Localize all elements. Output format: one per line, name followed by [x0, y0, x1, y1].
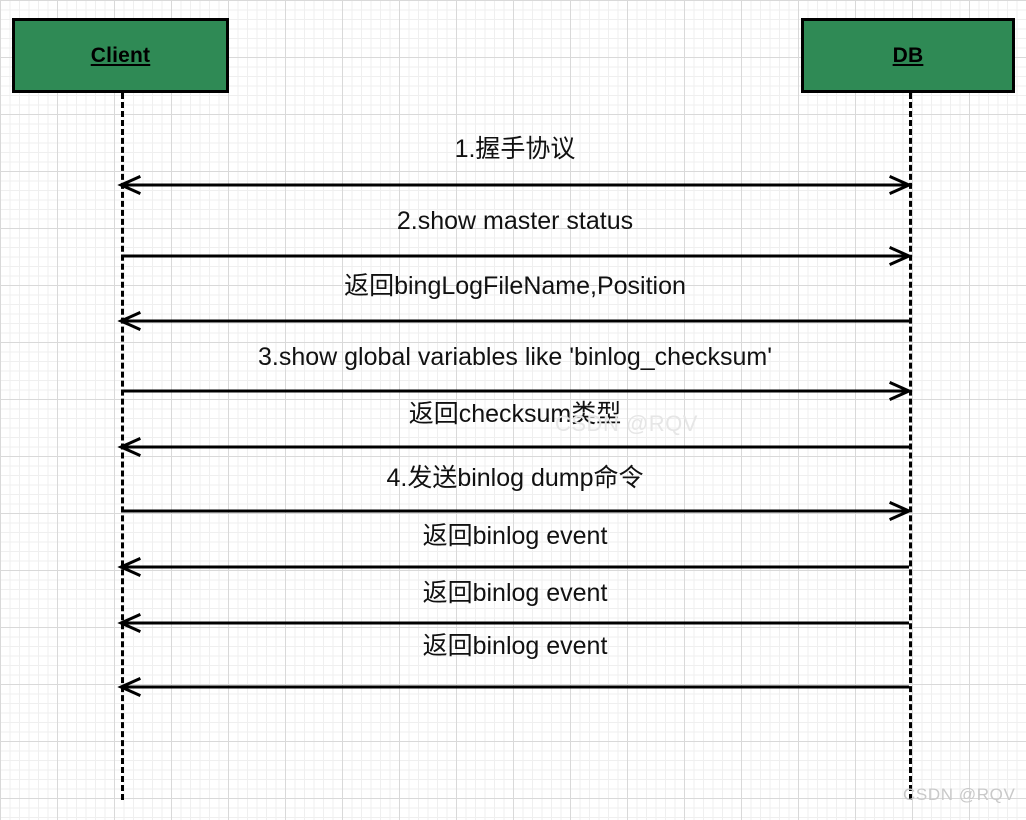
message-arrow-7 — [115, 557, 915, 577]
message-label-5: 返回checksum类型 — [408, 400, 622, 428]
message-arrow-3 — [115, 311, 915, 331]
message-arrow-5 — [115, 437, 915, 457]
message-label-7: 返回binlog event — [422, 522, 608, 550]
message-label-8: 返回binlog event — [422, 579, 608, 607]
message-label-6: 4.发送binlog dump命令 — [386, 464, 644, 492]
participant-label-db: DB — [892, 43, 924, 67]
participant-box-db[interactable]: DB — [801, 18, 1015, 93]
watermark-faint: CSDN @RQV — [555, 411, 698, 436]
message-arrow-9 — [115, 677, 915, 697]
participant-box-client[interactable]: Client — [12, 18, 229, 93]
watermark-corner: CSDN @RQV — [903, 785, 1016, 804]
message-4[interactable]: 3.show global variables like 'binlog_che… — [115, 345, 915, 411]
message-arrow-6 — [115, 501, 915, 521]
message-label-1: 1.握手协议 — [454, 135, 576, 163]
message-label-2: 2.show master status — [396, 207, 634, 235]
message-arrow-4 — [115, 381, 915, 401]
message-1[interactable]: 1.握手协议 — [115, 137, 915, 205]
message-label-9: 返回binlog event — [422, 632, 608, 660]
message-arrow-8 — [115, 613, 915, 633]
message-5[interactable]: 返回checksum类型 — [115, 402, 915, 467]
message-3[interactable]: 返回bingLogFileName,Position — [115, 274, 915, 341]
message-7[interactable]: 返回binlog event — [115, 524, 915, 587]
lifeline-db — [909, 93, 912, 800]
message-2[interactable]: 2.show master status — [115, 209, 915, 276]
message-label-3: 返回bingLogFileName,Position — [344, 272, 686, 300]
participant-label-client: Client — [90, 43, 151, 67]
message-label-4: 3.show global variables like 'binlog_che… — [258, 343, 772, 371]
message-9[interactable]: 返回binlog event — [115, 634, 915, 707]
message-arrow-1 — [115, 175, 915, 195]
message-6[interactable]: 4.发送binlog dump命令 — [115, 466, 915, 531]
message-8[interactable]: 返回binlog event — [115, 581, 915, 643]
message-arrow-2 — [115, 246, 915, 266]
